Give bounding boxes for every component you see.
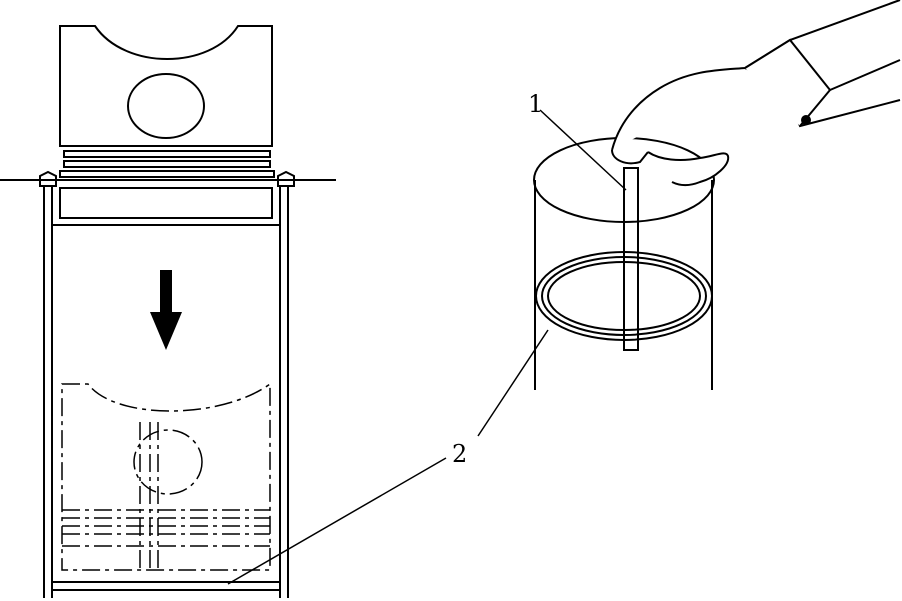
cylinder-flange-left [39,170,57,187]
hand-icon [611,0,901,186]
piston-ghost [61,382,271,571]
cylinder-cross-section [0,25,336,598]
ring-groove-1 [63,150,271,158]
leader-2-right [477,329,549,437]
piston-pin-hole [127,73,205,139]
callout-label-1: 1 [528,90,543,118]
piston-top [59,25,273,147]
leader-2-left [227,457,447,585]
cylinder-ring-check [533,137,715,390]
callout-label-2: 2 [452,440,467,468]
feeler-gauge [623,167,639,351]
down-arrow-icon [150,270,182,350]
ring-groove-3 [59,170,275,178]
inner-upper-box [59,187,273,219]
ring-groove-2 [63,160,271,168]
leader-1 [539,109,627,191]
leader-lines [227,109,627,585]
cylinder-flange-right [277,170,295,187]
